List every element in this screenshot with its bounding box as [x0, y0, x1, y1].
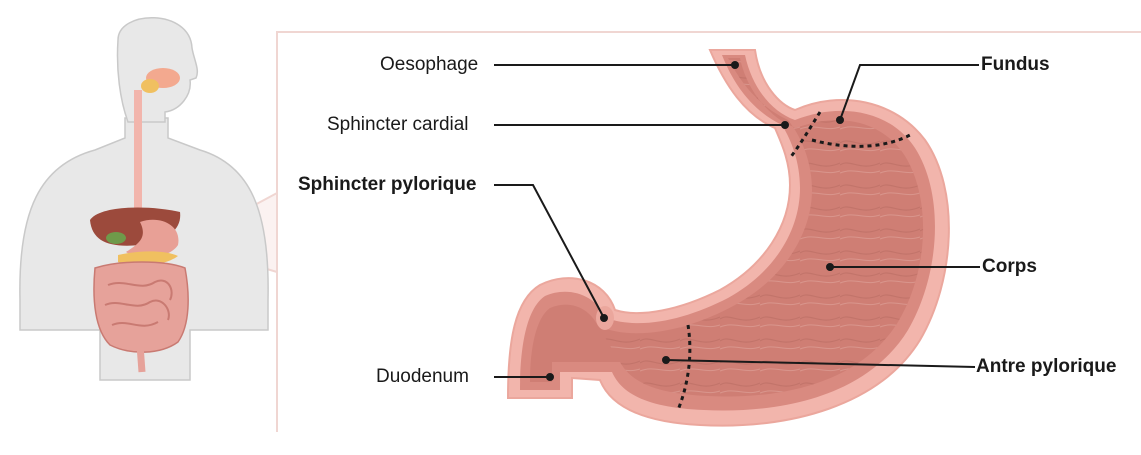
label-fundus: Fundus [981, 54, 1050, 76]
leader-dot-oesophage [732, 62, 738, 68]
label-oesophage: Oesophage [380, 54, 478, 76]
leader-dot-sphincter-cardial [782, 122, 788, 128]
rectum-shape [140, 345, 142, 372]
gallbladder-shape [106, 232, 126, 244]
leader-dot-corps [827, 264, 833, 270]
leader-dot-sphincter-pylorique [601, 315, 607, 321]
human-torso-digestive-icon [20, 18, 268, 380]
label-duodenum: Duodenum [376, 366, 469, 388]
label-sphincter-cardial: Sphincter cardial [327, 114, 469, 136]
salivary-gland-shape [141, 79, 159, 93]
leader-dot-fundus [837, 117, 843, 123]
leader-dot-antre-pylorique [663, 357, 669, 363]
intestines-shape [94, 262, 188, 352]
leader-dot-duodenum [547, 374, 553, 380]
label-antre-pylorique: Antre pylorique [976, 356, 1116, 378]
label-corps: Corps [982, 256, 1037, 278]
label-sphincter-pylorique: Sphincter pylorique [298, 174, 476, 196]
stomach-cross-section-icon [508, 50, 949, 426]
